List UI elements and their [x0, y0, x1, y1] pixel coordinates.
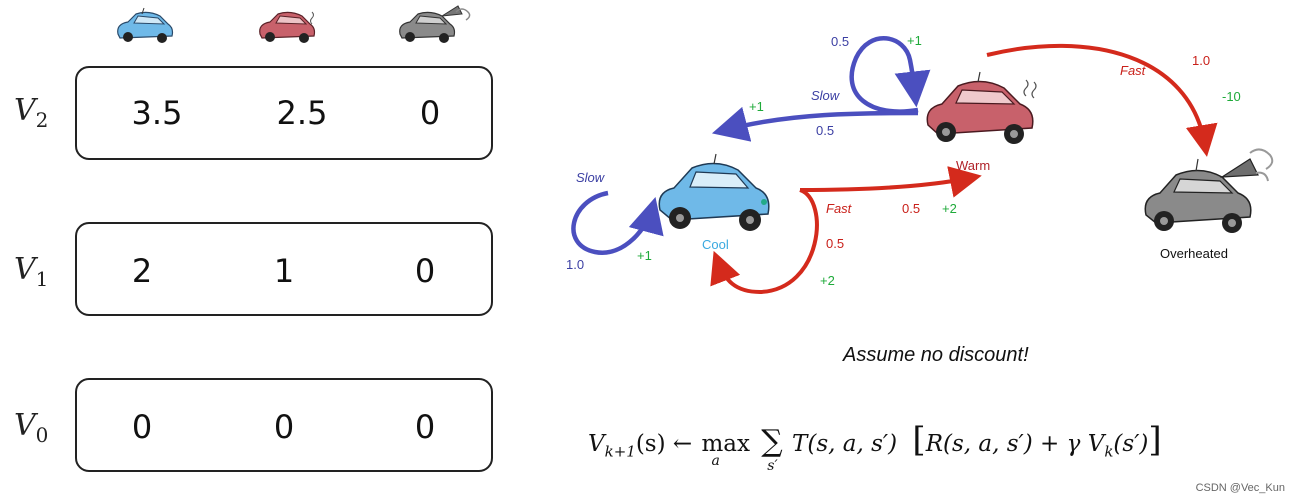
- cell-cool-v1: 2: [131, 252, 153, 290]
- edge-label-warm-slow-reward: +1: [749, 99, 764, 114]
- value-row-v0: 0 0 0: [75, 378, 493, 472]
- edge-label-warm-slow-self-prob: 0.5: [831, 34, 850, 49]
- edge-label-cool-fast-self-prob: 0.5: [826, 236, 845, 251]
- edge-label-cool-slow-action: Slow: [576, 170, 605, 185]
- edge-label-warm-slow-self-reward: +1: [907, 33, 922, 48]
- bellman-update-formula: Vk+1(s) ← max a ∑ s′ T(s, a, s′) [R(s, a…: [588, 420, 1162, 474]
- cool-car: [658, 153, 770, 231]
- cool-slow-self-loop-arrow: [571, 190, 664, 255]
- row-label-v0: V0: [14, 408, 49, 447]
- cool-fast-to-warm-arrow: [799, 166, 982, 198]
- edge-label-cool-slow-prob: 1.0: [566, 257, 585, 272]
- warm-slow-to-cool-arrow: [711, 106, 919, 142]
- edge-label-warm-fast-action: Fast: [1120, 63, 1146, 78]
- edge-label-cool-fast-action: Fast: [826, 201, 852, 216]
- state-label-overheated: Overheated: [1160, 246, 1228, 261]
- state-label-warm: Warm: [956, 158, 991, 173]
- cell-warm-v1: 1: [273, 252, 295, 290]
- row-label-v1: V1: [14, 252, 49, 291]
- row-label-v2: V2: [14, 93, 49, 132]
- cell-overheated-v1: 0: [414, 252, 436, 290]
- cool-car-icon: [117, 7, 174, 43]
- watermark: CSDN @Vec_Kun: [1195, 482, 1285, 494]
- cell-cool-v0: 0: [131, 408, 153, 446]
- overheated-car-icon: [399, 5, 471, 43]
- warm-fast-to-overheated-arrow: [986, 43, 1218, 157]
- state-label-cool: Cool: [702, 237, 729, 252]
- edge-label-warm-fast-reward: -10: [1222, 89, 1241, 104]
- overheated-car: [1144, 148, 1274, 233]
- cell-warm-v2: 2.5: [276, 94, 328, 132]
- assumption-note: Assume no discount!: [843, 344, 1029, 366]
- warm-slow-self-loop-arrow: [849, 36, 931, 114]
- edge-label-cool-fast-warm-reward: +2: [942, 201, 957, 216]
- cell-overheated-v0: 0: [414, 408, 436, 446]
- cell-overheated-v2: 0: [419, 94, 441, 132]
- edge-label-warm-slow-action: Slow: [811, 88, 840, 103]
- warm-car: [926, 71, 1037, 144]
- edge-label-cool-slow-reward: +1: [637, 248, 652, 263]
- cell-warm-v0: 0: [273, 408, 295, 446]
- edge-label-cool-fast-warm-prob: 0.5: [902, 201, 921, 216]
- edge-label-warm-fast-prob: 1.0: [1192, 53, 1211, 68]
- cell-cool-v2: 3.5: [131, 94, 183, 132]
- cool-fast-self-arrow: [710, 188, 819, 295]
- value-row-v2: 3.5 2.5 0: [75, 66, 493, 160]
- warm-car-icon: [259, 11, 316, 43]
- value-row-v1: 2 1 0: [75, 222, 493, 316]
- edge-label-warm-slow-prob: 0.5: [816, 123, 835, 138]
- edge-label-cool-fast-self-reward: +2: [820, 273, 835, 288]
